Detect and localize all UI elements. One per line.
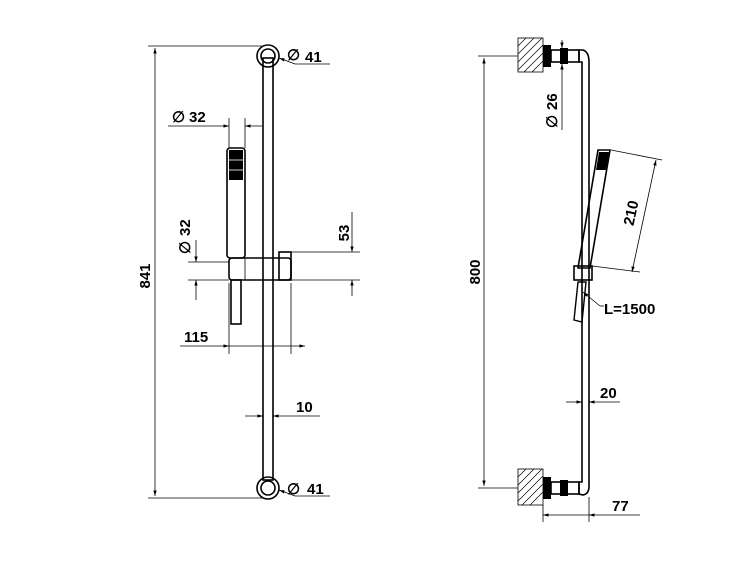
sliding-holder	[228, 251, 292, 281]
dim-bracket-bottom: ∅ 41	[278, 481, 330, 498]
wall-hatch-top	[517, 37, 544, 73]
holder-height-label: 53	[336, 225, 353, 242]
dim-bracket-spacing: 800	[467, 55, 518, 489]
side-view: 800 ∅ 26 210 L=1500 20	[467, 37, 663, 522]
wall-hatch-bottom	[517, 468, 544, 506]
bottom-bracket	[256, 476, 280, 500]
bar-diameter-label: 10	[296, 399, 313, 416]
diameter-symbol: ∅	[177, 241, 194, 254]
handshower-length-label: 210	[621, 199, 643, 227]
projection-label: 115	[184, 329, 208, 346]
dim-bar-offset: 20	[566, 385, 620, 404]
bottom-wall-mount	[543, 477, 580, 499]
dim-handshower-diameter: ∅ 32	[177, 219, 229, 300]
dim-bar-diameter: 10	[245, 399, 320, 418]
dim-bracket-top: ∅ 41	[278, 47, 330, 66]
front-view: 841 ∅ 41 ∅ 41 ∅ 32	[137, 44, 360, 500]
handshower-diameter-label: 32	[177, 219, 194, 236]
slide-bar-side	[578, 49, 590, 496]
bracket-spacing-label: 800	[467, 259, 484, 284]
diameter-symbol: ∅	[287, 481, 300, 498]
wall-projection-label: 77	[612, 498, 629, 515]
overall-height-label: 841	[137, 263, 154, 288]
dim-wall-projection: 77	[542, 497, 640, 522]
diameter-symbol: ∅	[172, 109, 185, 126]
top-wall-mount	[543, 45, 580, 67]
dim-handshower-length: 210	[591, 149, 663, 273]
top-bracket	[256, 44, 280, 68]
diameter-symbol: ∅	[287, 47, 300, 64]
handshower-side	[573, 149, 611, 281]
dim-projection: 115	[180, 283, 305, 354]
wall-diameter-label: 26	[544, 93, 561, 110]
bracket-top-label: 41	[305, 49, 322, 66]
dim-holder-diameter: ∅ 32	[168, 109, 262, 148]
hose-length-label: L=1500	[604, 301, 655, 318]
diameter-symbol: ∅	[544, 115, 561, 128]
bar-offset-label: 20	[600, 385, 617, 402]
handshower	[226, 147, 246, 259]
slide-bar	[262, 57, 274, 481]
dim-holder-height: 53	[291, 212, 360, 296]
bracket-bottom-label: 41	[307, 481, 324, 498]
hose	[573, 281, 587, 323]
dim-hose-length: L=1500	[582, 291, 655, 318]
dim-overall-height: 841	[137, 45, 262, 499]
hose-connector	[230, 279, 242, 325]
dim-wall-diameter: ∅ 26	[544, 40, 564, 130]
holder-diameter-label: 32	[189, 109, 206, 126]
